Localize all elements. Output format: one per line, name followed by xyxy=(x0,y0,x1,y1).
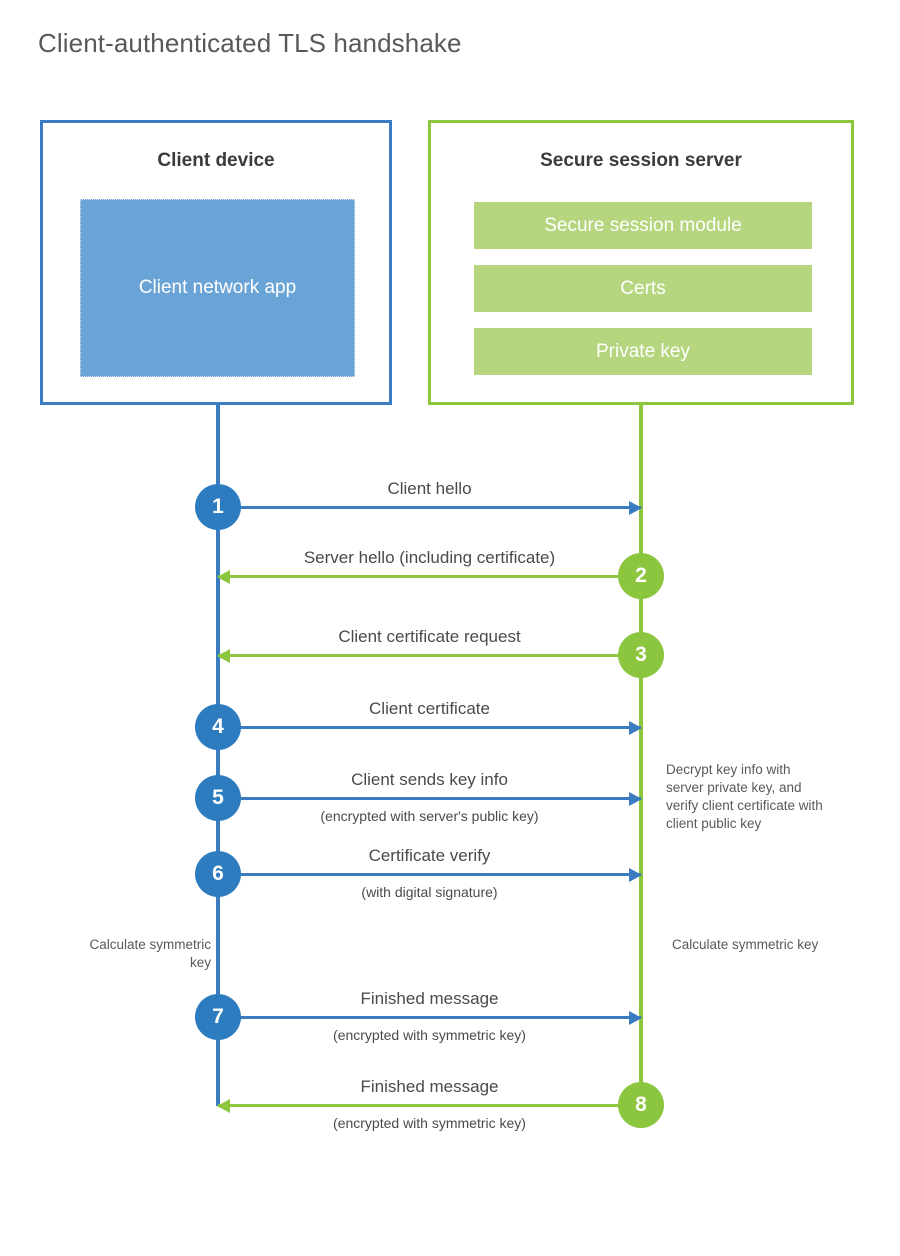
arrow-head-icon xyxy=(629,720,642,735)
message-sublabel-5: (encrypted with server's public key) xyxy=(320,808,539,824)
secure-session-server-title: Secure session server xyxy=(540,150,742,171)
message-label-7: Finished message xyxy=(360,989,499,1008)
server-component-certs: Certs xyxy=(474,265,812,312)
note-server-calculate-symmetric-key: Calculate symmetric key xyxy=(672,937,819,952)
step-circle-2[interactable]: 2 xyxy=(618,553,664,599)
message-label-6: Certificate verify xyxy=(368,846,491,865)
arrow-head-icon xyxy=(629,500,642,515)
server-component-secure-session-module: Secure session module xyxy=(474,202,812,249)
message-arrow-2 xyxy=(217,569,641,584)
message-arrow-1 xyxy=(218,500,642,515)
client-device-title: Client device xyxy=(157,150,275,171)
message-arrow-8 xyxy=(217,1098,641,1113)
step-circle-5[interactable]: 5 xyxy=(195,775,241,821)
step-circle-6[interactable]: 6 xyxy=(195,851,241,897)
arrow-head-icon xyxy=(217,569,230,584)
message-label-2: Server hello (including certificate) xyxy=(303,548,556,567)
client-device-box: Client device Client network app xyxy=(40,120,392,405)
message-sublabel-7: (encrypted with symmetric key) xyxy=(333,1027,526,1043)
message-label-4: Client certificate xyxy=(369,699,490,718)
message-label-1: Client hello xyxy=(387,479,472,498)
page-title: Client-authenticated TLS handshake xyxy=(38,28,462,58)
client-lifeline xyxy=(216,405,220,1106)
message-arrow-7 xyxy=(218,1010,642,1025)
message-label-5: Client sends key info xyxy=(351,770,508,789)
message-sublabel-8: (encrypted with symmetric key) xyxy=(333,1115,526,1131)
message-label-8: Finished message xyxy=(360,1077,499,1096)
message-arrow-5 xyxy=(218,791,642,806)
arrow-head-icon xyxy=(217,1098,230,1113)
server-lifeline xyxy=(639,405,643,1105)
step-circle-8[interactable]: 8 xyxy=(618,1082,664,1128)
step-circle-7[interactable]: 7 xyxy=(195,994,241,1040)
message-arrow-6 xyxy=(218,867,642,882)
arrow-head-icon xyxy=(629,867,642,882)
client-network-app-box: Client network app xyxy=(80,199,355,377)
step-circle-3[interactable]: 3 xyxy=(618,632,664,678)
step-circle-1[interactable]: 1 xyxy=(195,484,241,530)
server-component-private-key: Private key xyxy=(474,328,812,375)
message-label-3: Client certificate request xyxy=(338,627,521,646)
message-sublabel-6: (with digital signature) xyxy=(361,884,498,900)
message-arrow-4 xyxy=(218,720,642,735)
note-server-decrypt: Decrypt key info with server private key… xyxy=(666,762,823,831)
secure-session-server-box: Secure session server Secure session mod… xyxy=(428,120,854,405)
step-circle-4[interactable]: 4 xyxy=(195,704,241,750)
message-arrow-3 xyxy=(217,648,641,663)
arrow-head-icon xyxy=(629,1010,642,1025)
arrow-head-icon xyxy=(217,648,230,663)
note-client-calculate-symmetric-key: Calculate symmetric key xyxy=(89,937,211,970)
client-network-app-label: Client network app xyxy=(138,277,297,298)
arrow-head-icon xyxy=(629,791,642,806)
